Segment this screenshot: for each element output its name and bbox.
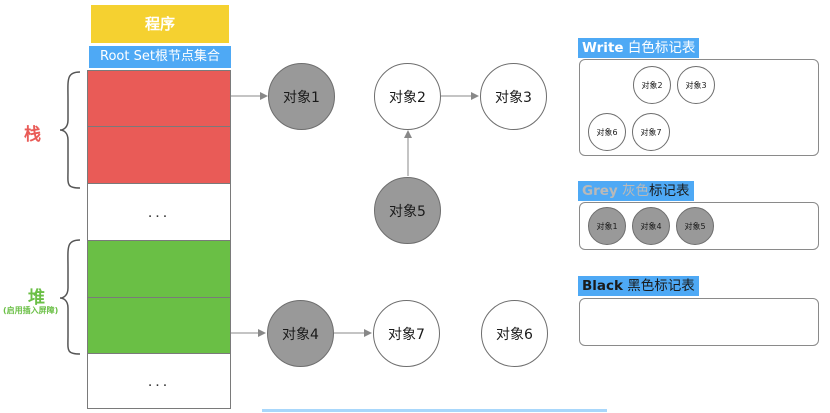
grey-table-title: Grey 灰色标记表	[578, 181, 694, 201]
white-item-obj6: 对象6	[588, 113, 626, 151]
white-table-title-zh: 白色标记表	[623, 40, 696, 56]
stack-cell-2	[87, 126, 231, 184]
heap-cell-2	[87, 297, 231, 354]
stack-brace	[59, 71, 81, 189]
stack-cell-1	[87, 70, 231, 127]
black-table-box	[579, 298, 819, 346]
white-table-title-en: Write	[582, 40, 624, 56]
heap-brace	[59, 239, 81, 355]
heap-label: 堆	[28, 288, 45, 308]
stack-cell-more: ...	[87, 183, 231, 241]
object-1-node: 对象1	[268, 63, 335, 130]
grey-table-title-zh: 标记表	[649, 183, 690, 199]
object-5-node: 对象5	[374, 177, 441, 244]
grey-item-obj5: 对象5	[676, 207, 714, 245]
white-item-obj3: 对象3	[677, 66, 715, 104]
object-2-node: 对象2	[374, 63, 441, 130]
heap-cell-more: ...	[87, 353, 231, 409]
white-item-obj7: 对象7	[632, 113, 670, 151]
grey-table-title-zh-grey: 灰色	[617, 183, 649, 199]
program-header: 程序	[91, 5, 229, 43]
object-4-node: 对象4	[267, 300, 334, 367]
black-table-title: Black 黑色标记表	[578, 276, 699, 296]
white-item-obj2: 对象2	[633, 66, 671, 104]
object-7-node: 对象7	[373, 300, 440, 367]
object-3-node: 对象3	[480, 63, 547, 130]
stack-label: 栈	[24, 125, 41, 145]
heap-sublabel: (启用插入屏障)	[3, 306, 59, 315]
heap-cell-1	[87, 240, 231, 298]
black-table-title-en: Black	[582, 278, 624, 294]
root-set-label: Root Set根节点集合	[89, 46, 231, 68]
white-table-title: Write 白色标记表	[578, 38, 700, 58]
object-6-node: 对象6	[481, 300, 548, 367]
grey-item-obj4: 对象4	[632, 207, 670, 245]
bottom-highlight-bar	[262, 409, 607, 412]
black-table-title-zh: 黑色标记表	[623, 278, 695, 294]
grey-item-obj1: 对象1	[588, 207, 626, 245]
grey-table-title-en: Grey	[582, 183, 618, 199]
